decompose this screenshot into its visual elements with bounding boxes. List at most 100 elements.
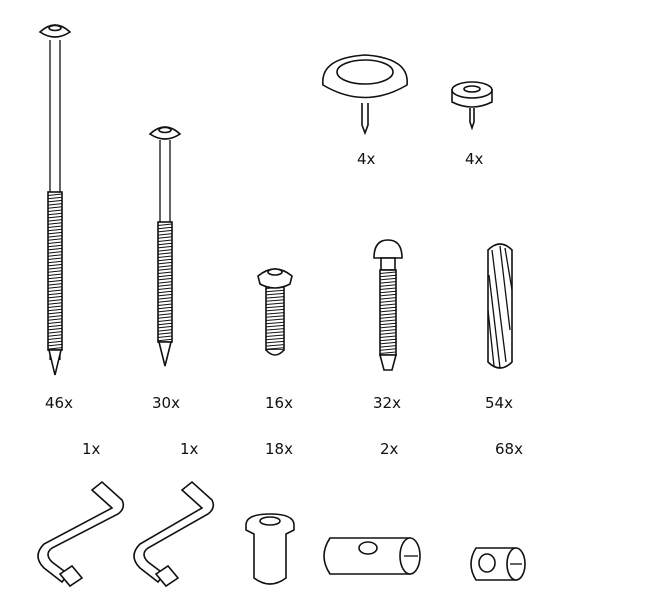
thread-line [157,309,173,313]
thread-line [265,289,285,293]
thread-line [47,315,63,318]
thread-line [157,316,173,319]
thread-line [47,244,63,248]
thread-line [265,337,285,341]
thread-line [47,267,63,270]
long-bolt-drawing [38,24,72,376]
thread-line [157,284,173,287]
thread-line [379,290,397,294]
thread-line [157,303,173,306]
thread-line [157,239,173,242]
thread-line [47,327,63,331]
thread-line [379,341,397,345]
thread-line [379,271,397,274]
thread-line [157,322,173,326]
thread-line [47,334,63,337]
thread-line [157,242,173,246]
thread-line [379,313,397,316]
thread-line [47,206,63,209]
thread-line [265,302,285,305]
thread-line [265,305,285,309]
thread-line [47,199,63,203]
thread-line [379,300,397,303]
thread-line [47,247,63,251]
thread-line [265,344,285,347]
thread-line [379,303,397,306]
thread-line [47,273,63,276]
thread-line [157,297,173,300]
thread-line [379,277,397,281]
allen-key-2-drawing [133,480,215,588]
thread-line [47,238,63,241]
thread-line [47,308,63,312]
thread-line [157,255,173,258]
thread-line [379,329,397,332]
thread-line [47,302,63,305]
thread-line [157,319,173,322]
short-bolt-drawing [257,268,293,356]
thread-line [157,274,173,278]
quantity-label: 4x [465,150,484,168]
thread-line [157,325,173,329]
thread-line [265,324,285,328]
thread-line [157,306,173,310]
thread-line [157,271,173,274]
thread-line [379,351,397,354]
medium-bolt-drawing [148,126,182,367]
quantity-label: 1x [180,440,199,458]
thread-line [47,235,63,238]
thread-line [47,257,63,260]
thread-line [265,334,285,337]
thread-line [47,292,63,296]
thread-line [265,321,285,325]
thread-line [157,265,173,268]
thread-line [265,308,285,312]
thread-line [47,209,63,212]
wooden-dowel-drawing [487,243,513,369]
quantity-label: 4x [357,150,376,168]
thread-line [47,254,63,257]
thread-line [379,281,397,284]
thread-line [47,219,63,222]
thread-line [379,316,397,319]
thread-line [47,340,63,344]
thread-line [157,281,173,284]
thread-line [265,328,285,331]
thread-line [157,313,173,316]
large-felt-pad-drawing [322,54,408,136]
thread-line [157,332,173,335]
thread-line [379,319,397,322]
thread-line [157,329,173,332]
thread-line [157,338,173,342]
thread-line [157,268,173,271]
allen-key-1-drawing [37,480,125,588]
thread-line [47,203,63,206]
thread-line [157,300,173,303]
thread-line [47,337,63,340]
thread-line [47,347,63,350]
quantity-label: 2x [380,440,399,458]
thread-line [47,331,63,334]
thread-line [47,193,63,196]
thread-line [379,348,397,351]
thread-line [379,345,397,348]
thread-line [157,245,173,249]
plastic-anchor-bolt-drawing [373,239,403,371]
thread-line [379,293,397,297]
thread-line [157,252,173,255]
thread-line [157,249,173,252]
thread-line [379,297,397,300]
thread-line [157,293,173,297]
thread-line [157,258,173,262]
barrel-nut-drawing [245,513,295,585]
thread-line [379,274,397,278]
thread-line [47,311,63,315]
thread-line [157,223,173,226]
thread-line [157,277,173,281]
thread-line [47,212,63,216]
quantity-label: 46x [45,394,73,412]
thread-line [47,263,63,267]
quantity-label: 32x [373,394,401,412]
thread-line [379,284,397,287]
thread-line [265,347,285,350]
